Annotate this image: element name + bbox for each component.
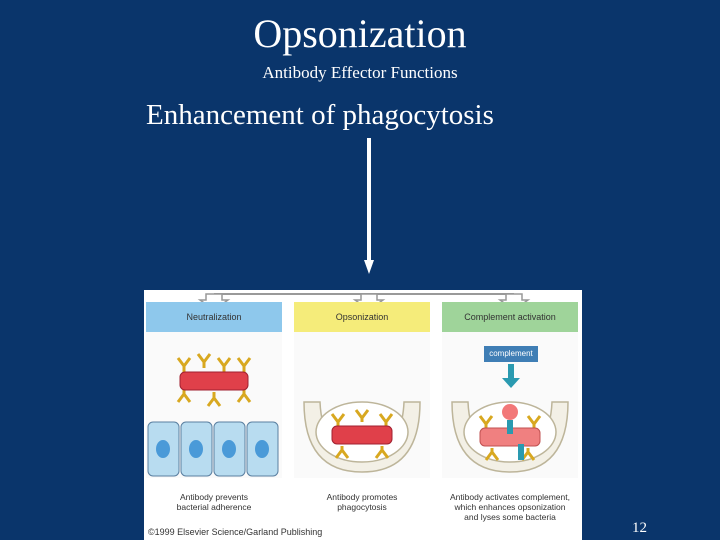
panel-caption: Antibody promotes phagocytosis [294, 492, 430, 512]
opsonization-illustration [303, 401, 421, 473]
down-arrow-icon [364, 138, 374, 274]
neutralization-illustration [147, 353, 279, 477]
caption-line: and lyses some bacteria [464, 512, 556, 522]
complement-illustration [451, 364, 569, 473]
page-number: 12 [632, 520, 647, 536]
slide-subtitle: Antibody Effector Functions [262, 63, 458, 82]
panel-caption: Antibody activates complement, which enh… [442, 492, 578, 522]
panel-opsonization: Opsonization Antibody promotes phagocyto… [294, 302, 430, 528]
panel-complement-activation: Complement activation complement [442, 302, 578, 528]
panel-header: Opsonization [294, 302, 430, 332]
complement-label-box: complement [484, 346, 538, 362]
panel-header: Complement activation [442, 302, 578, 332]
effector-functions-figure: Neutralization [144, 290, 582, 540]
figure-credit: ©1999 Elsevier Science/Garland Publishin… [148, 527, 323, 537]
slide-title: Opsonization [253, 11, 467, 56]
caption-line: bacterial adherence [176, 502, 252, 512]
panel-caption: Antibody prevents bacterial adherence [146, 492, 282, 512]
panel-header: Neutralization [146, 302, 282, 332]
caption-line: which enhances opsonization [454, 502, 566, 512]
caption-line: Antibody activates complement, [449, 492, 570, 502]
panel-neutralization: Neutralization [146, 302, 282, 528]
caption-line: phagocytosis [337, 502, 387, 512]
caption-line: Antibody prevents [179, 492, 249, 502]
panel-illustration [294, 332, 430, 478]
slide-heading: Enhancement of phagocytosis [146, 99, 494, 131]
caption-line: Antibody promotes [326, 492, 398, 502]
panel-illustration [146, 332, 282, 478]
panel-illustration: complement [442, 332, 578, 478]
